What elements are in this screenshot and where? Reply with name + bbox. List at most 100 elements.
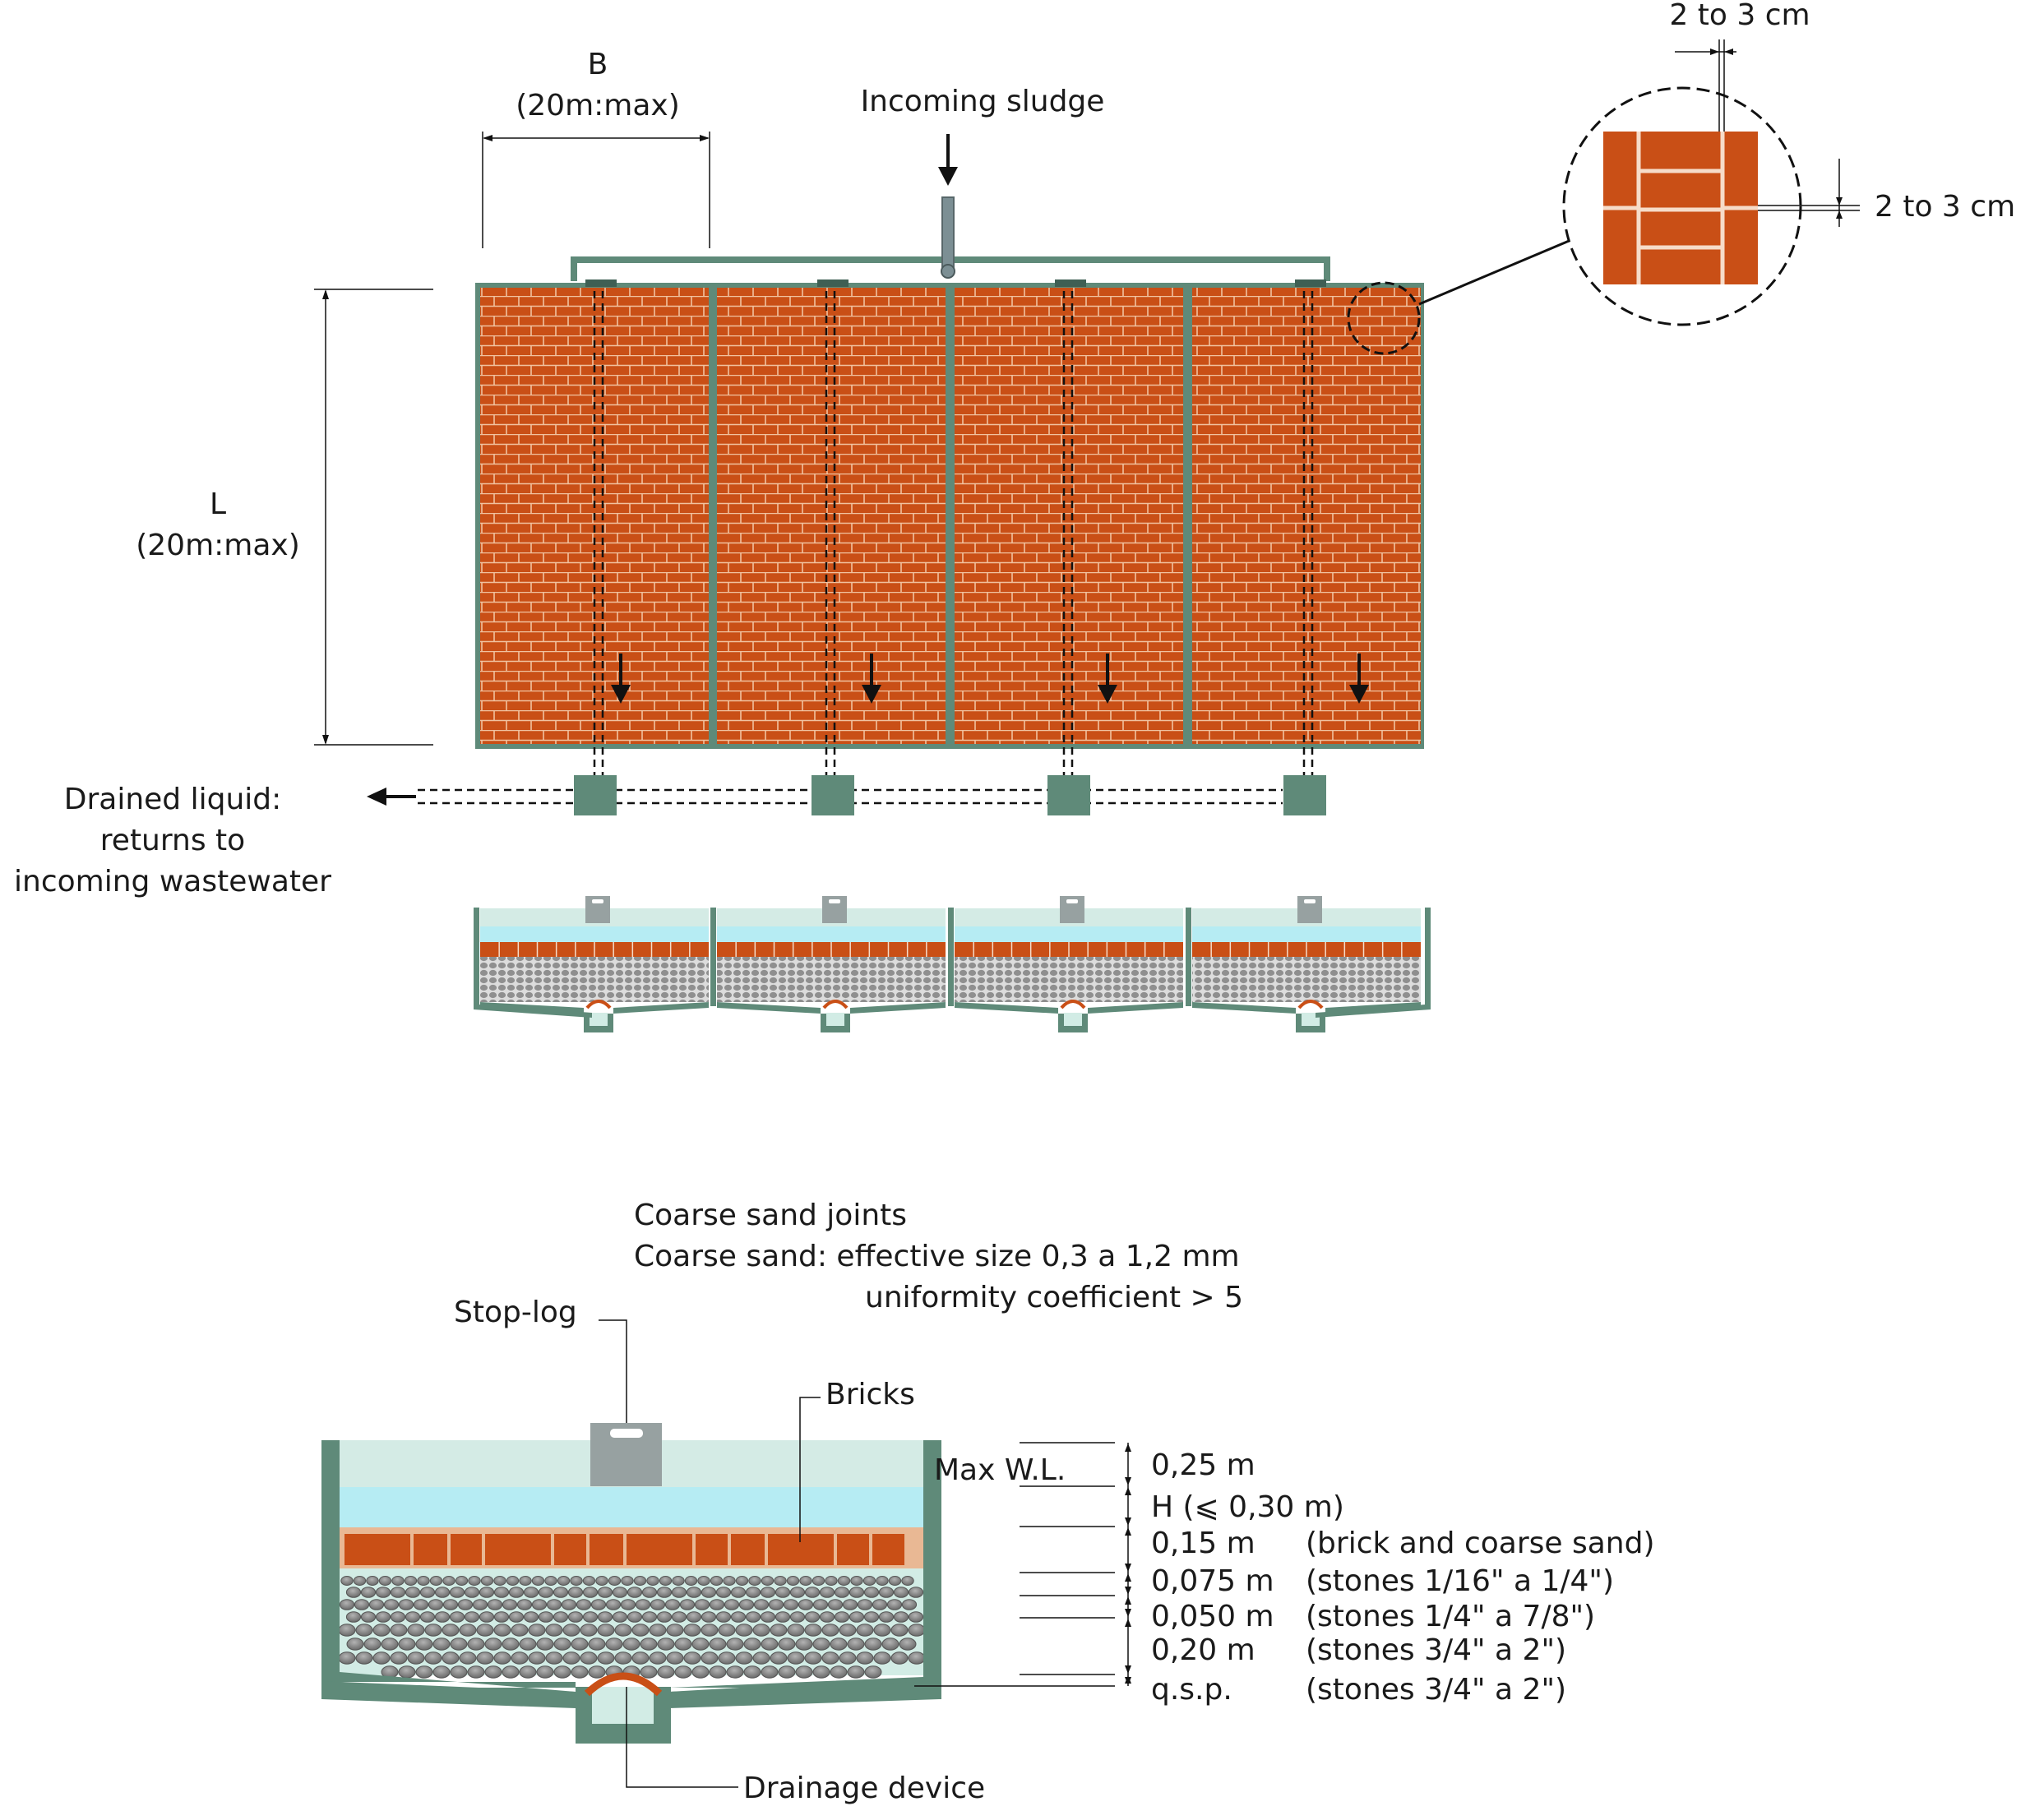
stone — [627, 1587, 643, 1598]
stone — [390, 1611, 406, 1623]
section-floor-1 — [480, 1002, 709, 1014]
stone — [588, 1638, 606, 1651]
stone — [748, 1576, 761, 1586]
stone — [694, 1599, 710, 1610]
section-floor-4 — [1192, 1002, 1421, 1014]
stone — [459, 1624, 477, 1637]
stone — [804, 1587, 821, 1598]
section-water-1 — [480, 926, 709, 943]
stone — [753, 1599, 770, 1610]
stone — [825, 1576, 838, 1586]
stone — [718, 1651, 736, 1665]
stone — [450, 1665, 468, 1679]
section-water-3 — [955, 926, 1183, 943]
stone — [691, 1665, 710, 1679]
stone — [819, 1611, 835, 1623]
stone — [691, 1638, 710, 1651]
stone — [795, 1665, 813, 1679]
section-drain-3 — [1058, 1014, 1088, 1032]
stone — [383, 1599, 400, 1610]
stone — [775, 1611, 791, 1623]
brick-layer — [344, 1534, 904, 1565]
stone — [597, 1624, 615, 1637]
stone — [553, 1611, 569, 1623]
stone — [709, 1665, 727, 1679]
stone — [849, 1611, 865, 1623]
stone — [531, 1576, 545, 1586]
stone — [787, 1624, 805, 1637]
stone — [582, 1611, 599, 1623]
stone — [570, 1576, 583, 1586]
stone — [405, 1611, 421, 1623]
stone — [620, 1599, 636, 1610]
stone — [901, 1599, 918, 1610]
stone — [413, 1599, 429, 1610]
drainage-device-label: Drainage device — [743, 1771, 985, 1805]
stone — [580, 1651, 598, 1665]
stone — [338, 1624, 356, 1637]
stone — [827, 1599, 844, 1610]
drying-bed-4 — [1192, 288, 1421, 744]
stone — [432, 1665, 451, 1679]
brick-4 — [485, 1534, 551, 1565]
section-stones-1 — [480, 957, 709, 1002]
stone — [701, 1651, 719, 1665]
stone — [876, 1576, 889, 1586]
stone — [588, 1665, 606, 1679]
stone — [375, 1611, 391, 1623]
stone — [457, 1599, 474, 1610]
stone — [830, 1665, 848, 1679]
stone — [378, 1576, 392, 1586]
stone — [873, 1624, 891, 1637]
stone — [506, 1576, 520, 1586]
stone — [519, 1638, 537, 1651]
brick-5 — [554, 1534, 586, 1565]
stone — [666, 1651, 684, 1665]
stone — [659, 1576, 673, 1586]
section-stop-log-handle-1 — [592, 899, 603, 903]
stone — [674, 1665, 692, 1679]
bed-inlet-1 — [585, 279, 617, 287]
layer-depth-0: 0,25 m — [1151, 1448, 1255, 1482]
drying-bed-2 — [717, 288, 946, 744]
stone — [656, 1611, 673, 1623]
stone — [468, 1576, 481, 1586]
stone — [839, 1651, 857, 1665]
stone — [354, 1599, 370, 1610]
incoming-wastewater-label: incoming wastewater — [14, 865, 331, 898]
stone — [834, 1587, 850, 1598]
stone — [479, 1587, 495, 1598]
stone — [340, 1576, 354, 1586]
water-zone — [338, 1487, 925, 1533]
stone — [467, 1665, 485, 1679]
stone — [908, 1624, 926, 1637]
stone — [605, 1638, 623, 1651]
brick-9 — [731, 1534, 765, 1565]
stone — [523, 1587, 539, 1598]
brick-detail — [1562, 39, 1860, 326]
layer-desc-5: (stones 3/4" a 2") — [1306, 1633, 1566, 1667]
detail-leader-line — [1418, 238, 1574, 306]
stone — [528, 1624, 546, 1637]
section-floor-2 — [717, 1002, 946, 1014]
stone — [864, 1638, 882, 1651]
stone — [812, 1638, 830, 1651]
stone — [649, 1624, 667, 1637]
stone — [901, 1576, 914, 1586]
section-stop-log-handle-4 — [1304, 899, 1316, 903]
drying-bed-3 — [955, 288, 1183, 744]
drained-liquid-arrow-icon — [367, 788, 416, 806]
stone — [608, 1576, 622, 1586]
stone — [390, 1624, 408, 1637]
stone — [355, 1651, 373, 1665]
stone — [701, 1611, 717, 1623]
stone — [459, 1651, 477, 1665]
stone — [455, 1576, 469, 1586]
stone — [391, 1576, 405, 1586]
stone — [538, 1587, 554, 1598]
stone — [398, 1638, 416, 1651]
stone — [778, 1638, 796, 1651]
stone — [493, 1587, 510, 1598]
stone — [363, 1638, 381, 1651]
stone — [442, 1599, 459, 1610]
